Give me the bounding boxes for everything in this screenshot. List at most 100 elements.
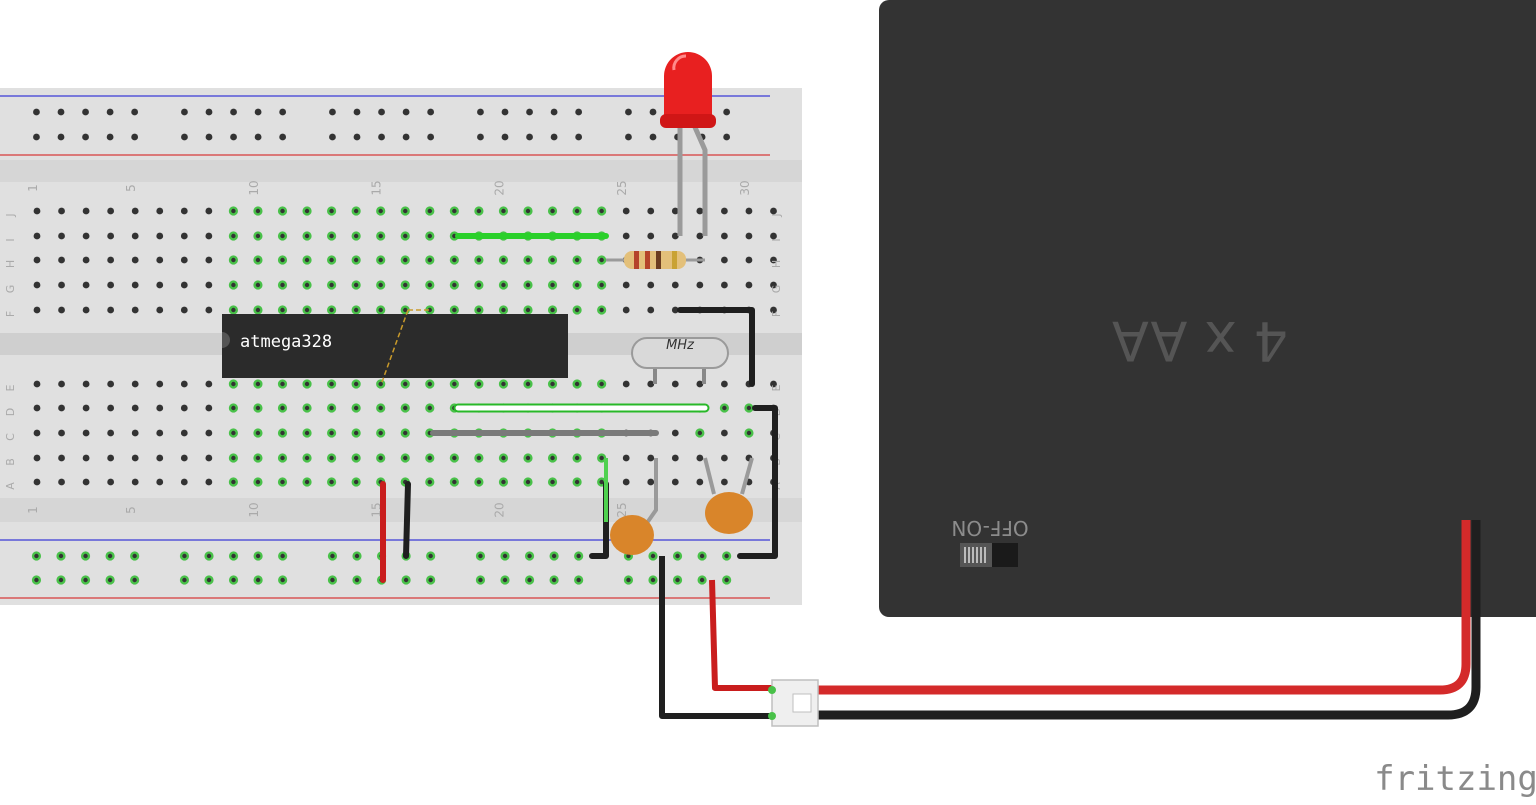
breadboard-hole[interactable] — [327, 453, 337, 463]
black-wire-right[interactable] — [737, 405, 778, 559]
breadboard-hole[interactable] — [156, 380, 164, 388]
breadboard-hole[interactable] — [449, 255, 459, 265]
breadboard-hole[interactable] — [622, 207, 630, 215]
breadboard-hole[interactable] — [721, 478, 728, 486]
black-wire-crystal[interactable] — [677, 307, 755, 387]
rail-hole[interactable] — [31, 575, 42, 585]
breadboard-hole[interactable] — [205, 429, 213, 437]
breadboard-hole[interactable] — [425, 280, 435, 290]
rail-hole[interactable] — [723, 133, 731, 141]
breadboard-hole[interactable] — [498, 379, 509, 389]
breadboard-hole[interactable] — [572, 477, 582, 487]
rail-hole[interactable] — [625, 133, 632, 141]
breadboard-hole[interactable] — [180, 281, 188, 289]
rail-hole[interactable] — [722, 551, 732, 561]
breadboard-hole[interactable] — [721, 454, 728, 462]
breadboard-hole[interactable] — [302, 255, 312, 265]
breadboard-hole[interactable] — [82, 281, 90, 289]
breadboard-hole[interactable] — [58, 256, 65, 264]
breadboard-hole[interactable] — [400, 280, 410, 290]
breadboard-hole[interactable] — [597, 255, 607, 265]
rail-hole[interactable] — [82, 133, 89, 141]
breadboard-hole[interactable] — [180, 478, 188, 486]
breadboard-hole[interactable] — [58, 404, 65, 412]
breadboard-hole[interactable] — [107, 207, 115, 215]
rail-hole[interactable] — [33, 133, 40, 141]
breadboard-hole[interactable] — [327, 379, 337, 389]
breadboard-hole[interactable] — [597, 280, 607, 290]
breadboard-hole[interactable] — [33, 306, 41, 314]
rail-hole[interactable] — [205, 108, 213, 116]
breadboard-hole[interactable] — [277, 403, 288, 413]
breadboard-hole[interactable] — [376, 453, 386, 463]
rail-hole[interactable] — [500, 575, 510, 585]
breadboard-hole[interactable] — [622, 281, 630, 289]
breadboard-hole[interactable] — [205, 256, 213, 264]
rail-hole[interactable] — [402, 133, 410, 141]
breadboard-hole[interactable] — [745, 256, 753, 264]
led[interactable] — [660, 52, 716, 236]
rail-hole[interactable] — [106, 133, 114, 141]
breadboard-hole[interactable] — [498, 206, 509, 216]
rail-hole[interactable] — [56, 551, 66, 561]
breadboard-hole[interactable] — [449, 477, 459, 487]
breadboard-hole[interactable] — [547, 255, 558, 265]
breadboard-hole[interactable] — [253, 403, 263, 413]
breadboard-hole[interactable] — [33, 429, 41, 437]
rail-hole[interactable] — [500, 551, 510, 561]
breadboard-hole[interactable] — [721, 207, 728, 215]
breadboard-hole[interactable] — [131, 306, 139, 314]
breadboard-hole[interactable] — [205, 478, 213, 486]
rail-hole[interactable] — [475, 575, 486, 585]
rail-hole[interactable] — [228, 575, 239, 585]
breadboard-hole[interactable] — [376, 255, 386, 265]
breadboard-hole[interactable] — [523, 305, 533, 315]
breadboard-hole[interactable] — [82, 232, 90, 240]
breadboard-hole[interactable] — [572, 280, 582, 290]
breadboard-hole[interactable] — [302, 477, 312, 487]
breadboard-hole[interactable] — [180, 454, 188, 462]
capacitor-2[interactable] — [703, 457, 754, 534]
rail-hole[interactable] — [672, 575, 683, 585]
breadboard-hole[interactable] — [622, 380, 630, 388]
breadboard-hole[interactable] — [277, 305, 288, 315]
rail-hole[interactable] — [549, 575, 559, 585]
breadboard-hole[interactable] — [302, 403, 312, 413]
breadboard-hole[interactable] — [745, 232, 753, 240]
breadboard-hole[interactable] — [107, 256, 115, 264]
breadboard-hole[interactable] — [474, 453, 484, 463]
breadboard-hole[interactable] — [622, 454, 630, 462]
breadboard-hole[interactable] — [107, 404, 115, 412]
breadboard-hole[interactable] — [131, 207, 139, 215]
breadboard-hole[interactable] — [205, 454, 213, 462]
battery-red-lead[interactable] — [815, 520, 1471, 695]
rail-hole[interactable] — [352, 575, 362, 585]
breadboard-hole[interactable] — [671, 380, 679, 388]
rail-hole[interactable] — [179, 551, 190, 561]
atmega-chip[interactable]: atmega328 — [222, 309, 568, 383]
breadboard-hole[interactable] — [647, 380, 655, 388]
rail-hole[interactable] — [697, 575, 707, 585]
breadboard-hole[interactable] — [302, 428, 312, 438]
breadboard-hole[interactable] — [156, 232, 164, 240]
rail-hole[interactable] — [526, 133, 533, 141]
breadboard-hole[interactable] — [277, 280, 288, 290]
breadboard-hole[interactable] — [498, 305, 509, 315]
rail-hole[interactable] — [204, 575, 214, 585]
rail-hole[interactable] — [477, 133, 484, 141]
breadboard-hole[interactable] — [131, 380, 139, 388]
rail-hole[interactable] — [575, 108, 583, 116]
rail-hole[interactable] — [623, 575, 634, 585]
rail-hole[interactable] — [475, 551, 486, 561]
breadboard-hole[interactable] — [277, 255, 288, 265]
breadboard-hole[interactable] — [277, 379, 288, 389]
breadboard-hole[interactable] — [474, 206, 484, 216]
rail-hole[interactable] — [574, 551, 584, 561]
breadboard-hole[interactable] — [180, 429, 188, 437]
breadboard-hole[interactable] — [180, 207, 188, 215]
breadboard-hole[interactable] — [82, 454, 90, 462]
black-lead-to-board[interactable] — [659, 556, 785, 719]
breadboard-hole[interactable] — [253, 280, 263, 290]
rail-hole[interactable] — [402, 108, 410, 116]
breadboard-hole[interactable] — [671, 207, 679, 215]
